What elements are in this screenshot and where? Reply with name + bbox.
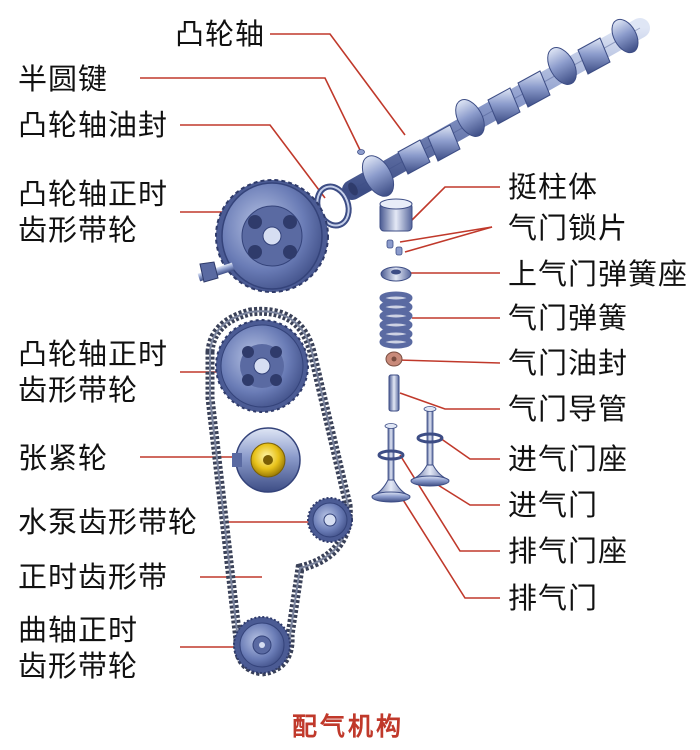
leader-intake-valve xyxy=(429,479,500,506)
exhaust-valve-drawing xyxy=(371,423,411,503)
crankshaft-pulley-drawing xyxy=(233,616,291,674)
leader-guide xyxy=(399,392,500,410)
valve-cotter-drawing xyxy=(386,239,403,256)
label-exhaust-valve-seat: 排气门座 xyxy=(508,534,629,568)
water-pump-pulley-drawing xyxy=(307,497,353,543)
leader-half-round-key xyxy=(140,77,361,151)
valve-guide-drawing xyxy=(388,374,400,412)
top-camshaft-pulley xyxy=(197,179,329,293)
leader-tappet xyxy=(411,186,500,221)
leader-cotter-b xyxy=(404,226,493,253)
label-tappet: 挺柱体 xyxy=(508,170,599,204)
label-camshaft-oil-seal: 凸轮轴油封 xyxy=(18,108,169,142)
label-camshaft: 凸轮轴 xyxy=(175,17,266,51)
leader-oil-seal xyxy=(397,359,501,364)
label-valve-spring: 气门弹簧 xyxy=(508,301,629,335)
label-timing-belt: 正时齿形带 xyxy=(18,560,169,594)
leader-intake-seat xyxy=(439,437,500,460)
label-exhaust-valve: 排气门 xyxy=(508,581,599,615)
label-crankshaft-pulley-line1: 曲轴正时 xyxy=(18,613,139,647)
leader-exhaust-valve xyxy=(399,494,500,599)
leader-camshaft xyxy=(270,33,406,136)
tensioner-drawing xyxy=(232,427,301,493)
label-half-round-key: 半圆键 xyxy=(18,62,109,96)
leader-camshaft-oil-seal xyxy=(180,124,326,199)
label-upper-spring-seat: 上气门弹簧座 xyxy=(508,257,689,291)
valve-spring-drawing xyxy=(379,291,413,349)
upper-spring-seat-drawing xyxy=(380,266,412,282)
label-intake-valve: 进气门 xyxy=(508,488,599,522)
label-mid-pulley-line1: 凸轮轴正时 xyxy=(18,337,169,371)
label-valve-cotter: 气门锁片 xyxy=(508,211,629,245)
intake-valve-drawing xyxy=(410,406,450,487)
leader-exhaust-seat xyxy=(399,454,500,552)
label-valve-guide: 气门导管 xyxy=(508,392,629,426)
camshaft xyxy=(342,18,650,200)
diagram-caption: 配气机构 xyxy=(292,712,405,741)
mid-camshaft-pulley xyxy=(215,319,309,413)
label-mid-pulley-line2: 齿形带轮 xyxy=(18,373,139,407)
label-valve-oil-seal: 气门油封 xyxy=(508,346,629,380)
label-water-pump-pulley: 水泵齿形带轮 xyxy=(18,505,199,539)
half-round-key xyxy=(357,149,365,155)
valve-oil-seal-drawing xyxy=(385,351,403,367)
label-top-pulley-line1: 凸轮轴正时 xyxy=(18,177,169,211)
label-crankshaft-pulley-line2: 齿形带轮 xyxy=(18,649,139,683)
label-top-pulley-line2: 齿形带轮 xyxy=(18,213,139,247)
label-intake-valve-seat: 进气门座 xyxy=(508,442,629,476)
leader-cotter-a xyxy=(399,226,493,243)
tappet-drawing xyxy=(379,198,413,232)
label-tensioner: 张紧轮 xyxy=(18,441,109,475)
leader-lines xyxy=(140,33,501,648)
